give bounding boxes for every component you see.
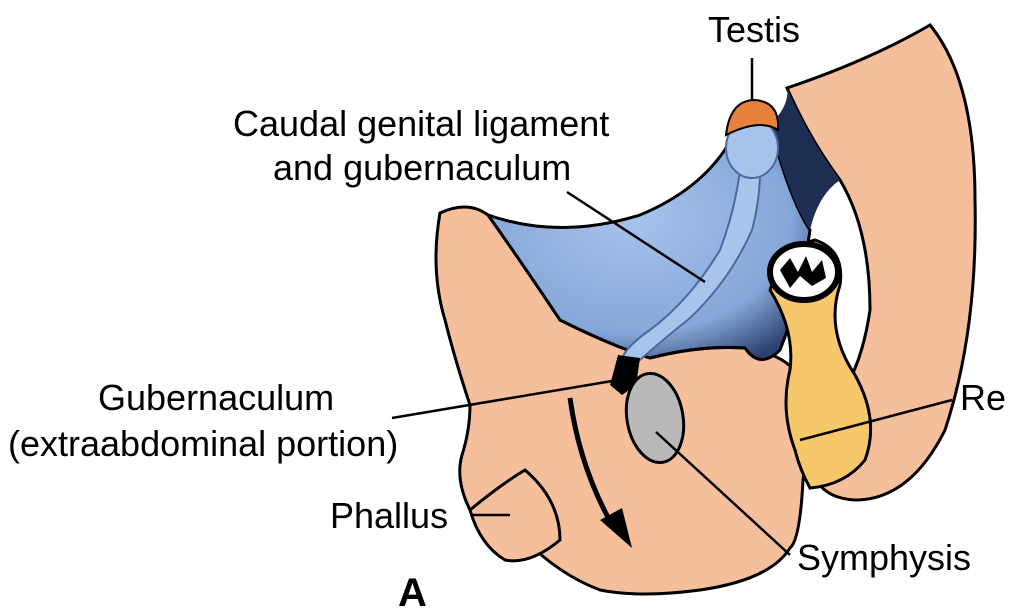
symphysis-label: Symphysis (797, 537, 971, 578)
testis-label: Testis (708, 9, 800, 50)
gubernaculum-label-line1: Gubernaculum (98, 377, 334, 418)
caudal-genital-ligament-label-line1: Caudal genital ligament (233, 103, 609, 144)
panel-label: A (398, 571, 427, 613)
phallus-label: Phallus (330, 495, 448, 536)
gubernaculum-label-line2: (extraabdominal portion) (8, 423, 398, 464)
rectum-label: Re (960, 377, 1006, 418)
caudal-genital-ligament-label-line2: and gubernaculum (273, 147, 571, 188)
